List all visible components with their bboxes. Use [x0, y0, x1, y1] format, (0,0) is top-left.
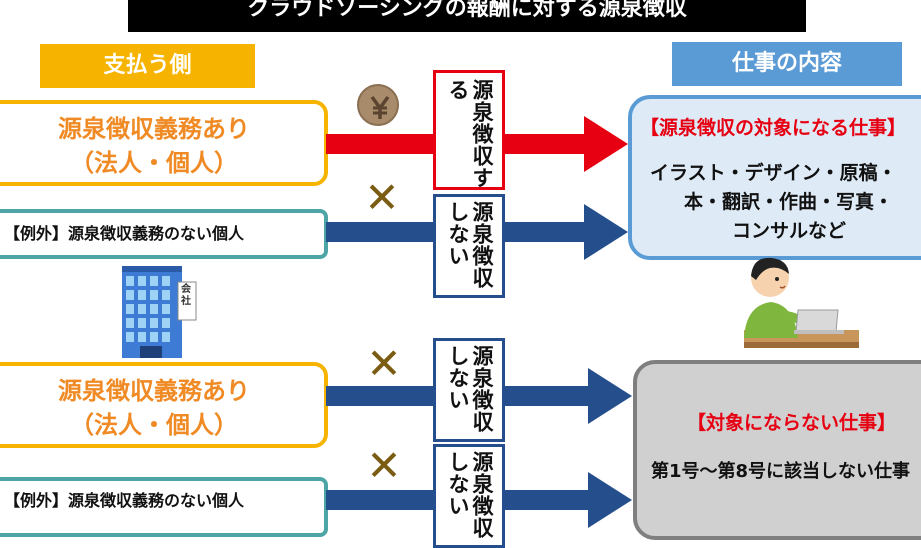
- payer-exception-text: 【例外】源泉徴収義務のない個人: [4, 224, 245, 243]
- worker-illustration: [744, 257, 859, 348]
- company-building-icon: [122, 266, 197, 358]
- no-withhold-label: 源泉徴収しない: [446, 201, 494, 289]
- company-sign-text: 会社: [181, 284, 191, 307]
- no-withhold-label-row4: 源泉徴収しない: [446, 451, 494, 539]
- cross-icon-row4: ✕: [366, 441, 402, 490]
- no-withhold-label-box-row4: 源泉徴収しない: [433, 444, 505, 548]
- target-job-line2: 本・翻訳・作曲・写真・: [684, 191, 894, 213]
- yen-glyph: [370, 95, 390, 119]
- payer-obliged-line2-bottom: （法人・個人）: [70, 411, 238, 439]
- target-job-box: 【源泉徴収の対象になる仕事】 イラスト・デザイン・原稿・ 本・翻訳・作曲・写真・…: [628, 95, 921, 260]
- target-job-line3: コンサルなど: [732, 220, 847, 242]
- non-target-job-box: 【対象にならない仕事】 第1号～第8号に該当しない仕事: [633, 360, 921, 540]
- yen-coin-icon: [357, 84, 399, 126]
- payer-obliged-line2: （法人・個人）: [70, 149, 238, 177]
- target-job-title: 【源泉徴収の対象になる仕事】: [640, 117, 907, 139]
- payer-obliged-line1-bottom: 源泉徴収義務あり: [58, 377, 250, 405]
- payer-obliged-box-top: 源泉徴収義務あり （法人・個人）: [0, 100, 328, 186]
- no-withhold-label-box-row3: 源泉徴収しない: [433, 338, 505, 442]
- cross-icon: ✕: [364, 173, 400, 222]
- withhold-label: 源泉徴収する: [446, 79, 494, 189]
- payer-exception-text-bottom: 【例外】源泉徴収義務のない個人: [4, 491, 245, 510]
- non-target-job-body: 第1号～第8号に該当しない仕事: [651, 461, 911, 482]
- target-job-line1: イラスト・デザイン・原稿・: [650, 162, 897, 184]
- payer-exception-box-top: 【例外】源泉徴収義務のない個人: [0, 209, 328, 259]
- non-target-job-title: 【対象にならない仕事】: [687, 412, 897, 434]
- no-withhold-label-box: 源泉徴収しない: [433, 194, 505, 298]
- page-title: クラウドソーシングの報酬に対する源泉徴収: [128, 0, 806, 32]
- cross-icon-row3: ✕: [366, 339, 402, 388]
- payer-obliged-box-bottom: 源泉徴収義務あり （法人・個人）: [0, 362, 328, 448]
- payer-obliged-line1: 源泉徴収義務あり: [58, 115, 250, 143]
- payer-header: 支払う側: [40, 44, 255, 88]
- payer-exception-box-bottom: 【例外】源泉徴収義務のない個人: [0, 477, 328, 537]
- withhold-label-box: 源泉徴収する: [433, 70, 505, 190]
- no-withhold-label-row3: 源泉徴収しない: [446, 345, 494, 433]
- job-header: 仕事の内容: [672, 42, 902, 86]
